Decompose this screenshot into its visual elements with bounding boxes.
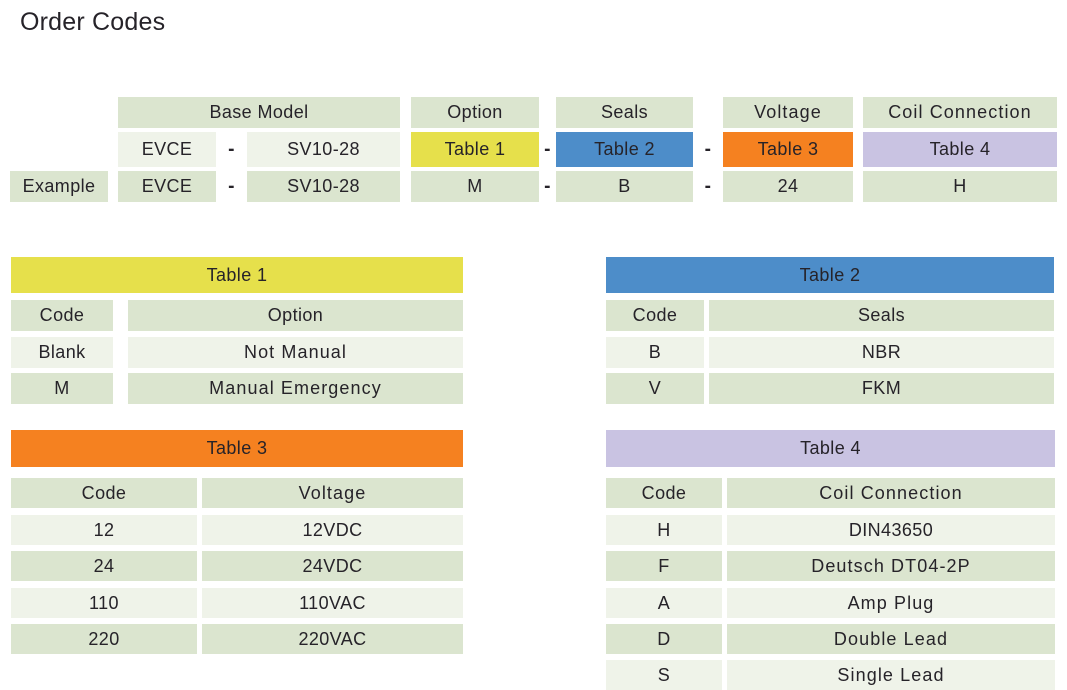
table4-row-code: H bbox=[606, 515, 722, 545]
example-label: Example bbox=[10, 171, 108, 202]
dash-separator: - bbox=[228, 175, 235, 197]
model-option-table1-ref: Table 1 bbox=[411, 132, 539, 167]
table3-row-code: 220 bbox=[11, 624, 197, 654]
header-seals: Seals bbox=[556, 97, 693, 128]
table4-row-code: A bbox=[606, 588, 722, 618]
model-base: SV10-28 bbox=[247, 132, 400, 167]
page-title: Order Codes bbox=[20, 8, 166, 36]
table3-col2-header: Voltage bbox=[202, 478, 463, 508]
table4-row-value: Double Lead bbox=[727, 624, 1055, 654]
table3-title: Table 3 bbox=[11, 430, 463, 467]
table4-title: Table 4 bbox=[606, 430, 1055, 467]
table4-row-code: F bbox=[606, 551, 722, 581]
table4-row-code: S bbox=[606, 660, 722, 690]
table2-col2-header: Seals bbox=[709, 300, 1054, 331]
header-base-model: Base Model bbox=[118, 97, 400, 128]
table3-row-code: 110 bbox=[11, 588, 197, 618]
table2-row-code: B bbox=[606, 337, 704, 368]
dash-separator: - bbox=[544, 138, 551, 160]
table3-row-code: 24 bbox=[11, 551, 197, 581]
model-seals-table2-ref: Table 2 bbox=[556, 132, 693, 167]
table4-row-value: Deutsch DT04-2P bbox=[727, 551, 1055, 581]
table2-row-value: FKM bbox=[709, 373, 1054, 404]
example-voltage: 24 bbox=[723, 171, 853, 202]
header-coil-connection: Coil Connection bbox=[863, 97, 1057, 128]
header-option: Option bbox=[411, 97, 539, 128]
table3-col1-header: Code bbox=[11, 478, 197, 508]
table2-col1-header: Code bbox=[606, 300, 704, 331]
example-coil-connection: H bbox=[863, 171, 1057, 202]
table1-row-code: Blank bbox=[11, 337, 113, 368]
table1-row-value: Manual Emergency bbox=[128, 373, 463, 404]
example-base: SV10-28 bbox=[247, 171, 400, 202]
table4-row-value: Single Lead bbox=[727, 660, 1055, 690]
table4-col1-header: Code bbox=[606, 478, 722, 508]
example-option: M bbox=[411, 171, 539, 202]
table2-row-value: NBR bbox=[709, 337, 1054, 368]
table3-row-value: 24VDC bbox=[202, 551, 463, 581]
table3-row-value: 110VAC bbox=[202, 588, 463, 618]
table3-row-value: 12VDC bbox=[202, 515, 463, 545]
table4-row-value: DIN43650 bbox=[727, 515, 1055, 545]
example-seals: B bbox=[556, 171, 693, 202]
table1-row-code: M bbox=[11, 373, 113, 404]
dash-separator: - bbox=[544, 175, 551, 197]
example-prefix: EVCE bbox=[118, 171, 216, 202]
table4-row-code: D bbox=[606, 624, 722, 654]
model-prefix: EVCE bbox=[118, 132, 216, 167]
table3-row-value: 220VAC bbox=[202, 624, 463, 654]
dash-separator: - bbox=[228, 138, 235, 160]
table3-row-code: 12 bbox=[11, 515, 197, 545]
table2-row-code: V bbox=[606, 373, 704, 404]
table4-col2-header: Coil Connection bbox=[727, 478, 1055, 508]
table1-row-value: Not Manual bbox=[128, 337, 463, 368]
model-voltage-table3-ref: Table 3 bbox=[723, 132, 853, 167]
model-coil-table4-ref: Table 4 bbox=[863, 132, 1057, 167]
table1-col1-header: Code bbox=[11, 300, 113, 331]
dash-separator: - bbox=[704, 138, 712, 160]
header-voltage: Voltage bbox=[723, 97, 853, 128]
table1-title: Table 1 bbox=[11, 257, 463, 293]
table4-row-value: Amp Plug bbox=[727, 588, 1055, 618]
dash-separator: - bbox=[704, 175, 712, 197]
table1-col2-header: Option bbox=[128, 300, 463, 331]
table2-title: Table 2 bbox=[606, 257, 1054, 293]
